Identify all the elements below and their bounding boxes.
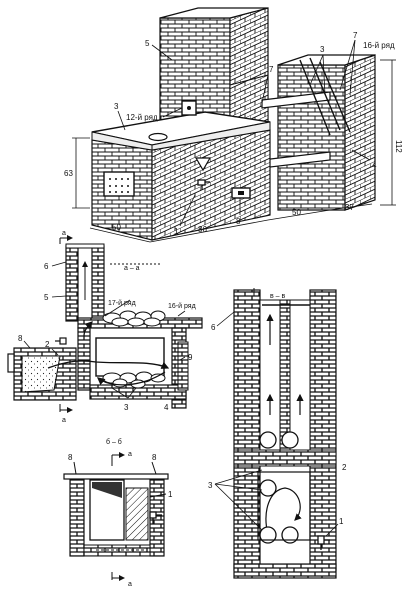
iso-label-water-tank: 1 [174, 227, 179, 236]
section-vv-label-tap: 1 [339, 517, 344, 526]
section-bb: б – б а а 8 8 1 [63, 438, 173, 588]
iso-label-stove-top: 3 [114, 102, 119, 111]
section-aa: а – а а а 6 5 17-й ряд 16-й ряд 8 2 3 4 … [7, 230, 203, 424]
tank-v-mark [194, 157, 212, 172]
section-bb-marker-bottom: а [128, 581, 132, 588]
stones-top [102, 310, 166, 327]
firebox-door [103, 171, 135, 197]
section-aa-title: а – а [124, 265, 140, 272]
iso-label-chimney: 5 [145, 39, 150, 48]
tap-icon [55, 337, 67, 345]
iso-dim-gap: 50 [292, 208, 301, 217]
section-vv-label-chimney: 6 [211, 323, 216, 332]
section-aa-marker-bottom: а [62, 417, 66, 424]
right-column-front [277, 64, 346, 211]
section-aa-label-right-wall: 9 [188, 353, 193, 362]
section-bb-label-tank: 1 [168, 490, 173, 499]
section-vv: в – в 6 3 2 1 [208, 288, 347, 579]
iso-label-vent-pipes: 7 [353, 31, 358, 40]
section-vv-label-side: 2 [342, 463, 347, 472]
water-tap-icon [197, 179, 210, 190]
iso-dim-height-left: 63 [64, 169, 73, 178]
iso-dim-firebox-length: 86 [198, 225, 207, 234]
iso-label-right-column: 4 [372, 161, 377, 170]
iso-label-vent-left: 7 [269, 65, 274, 74]
right-column-top [277, 54, 376, 66]
section-bb-tap-icon [149, 511, 162, 524]
right-column-side [344, 54, 376, 211]
section-aa-label-grate: 2 [45, 340, 50, 349]
stove-hotplate [148, 132, 168, 142]
iso-dim-right-width: 37 [345, 203, 354, 212]
section-aa-marker-top: а [62, 230, 66, 237]
iso-label-row-16: 16-й ряд [363, 41, 395, 50]
chimney-top [159, 7, 269, 19]
section-bb-label-door-right: 8 [152, 453, 157, 462]
iso-label-pipes: 3 [320, 45, 325, 54]
iso-label-ash-door: 8 [236, 217, 241, 226]
isometric-view: 5 3 3 7 16-й ряд 7 12-й ряд 1 8 4 63 112… [64, 7, 403, 243]
section-vv-label-pipes: 3 [208, 481, 213, 490]
section-aa-label-row16: 16-й ряд [168, 302, 196, 310]
section-vv-title: в – в [270, 293, 286, 300]
section-vv-tap-icon [317, 535, 330, 550]
section-aa-label-row17: 17-й ряд [108, 299, 136, 307]
section-aa-label-duct: 4 [164, 403, 169, 412]
section-aa-label-door: 8 [18, 334, 23, 343]
iso-label-row-12: 12-й ряд [126, 113, 158, 122]
iso-dim-height-right: 112 [394, 140, 403, 153]
iso-dim-front-width: 50 [112, 223, 121, 232]
section-aa-label-stones: 3 [124, 403, 129, 412]
section-bb-label-door-left: 8 [68, 453, 73, 462]
stones-lower [102, 371, 166, 389]
section-bb-marker-top: а [128, 451, 132, 458]
section-vv-pipes [259, 431, 299, 544]
section-aa-label-flue: 5 [44, 293, 49, 302]
iso-leaders [117, 39, 371, 227]
section-aa-label-chimney: 6 [44, 262, 49, 271]
iso-dimension-lines [72, 59, 396, 243]
section-bb-title: б – б [106, 438, 122, 446]
